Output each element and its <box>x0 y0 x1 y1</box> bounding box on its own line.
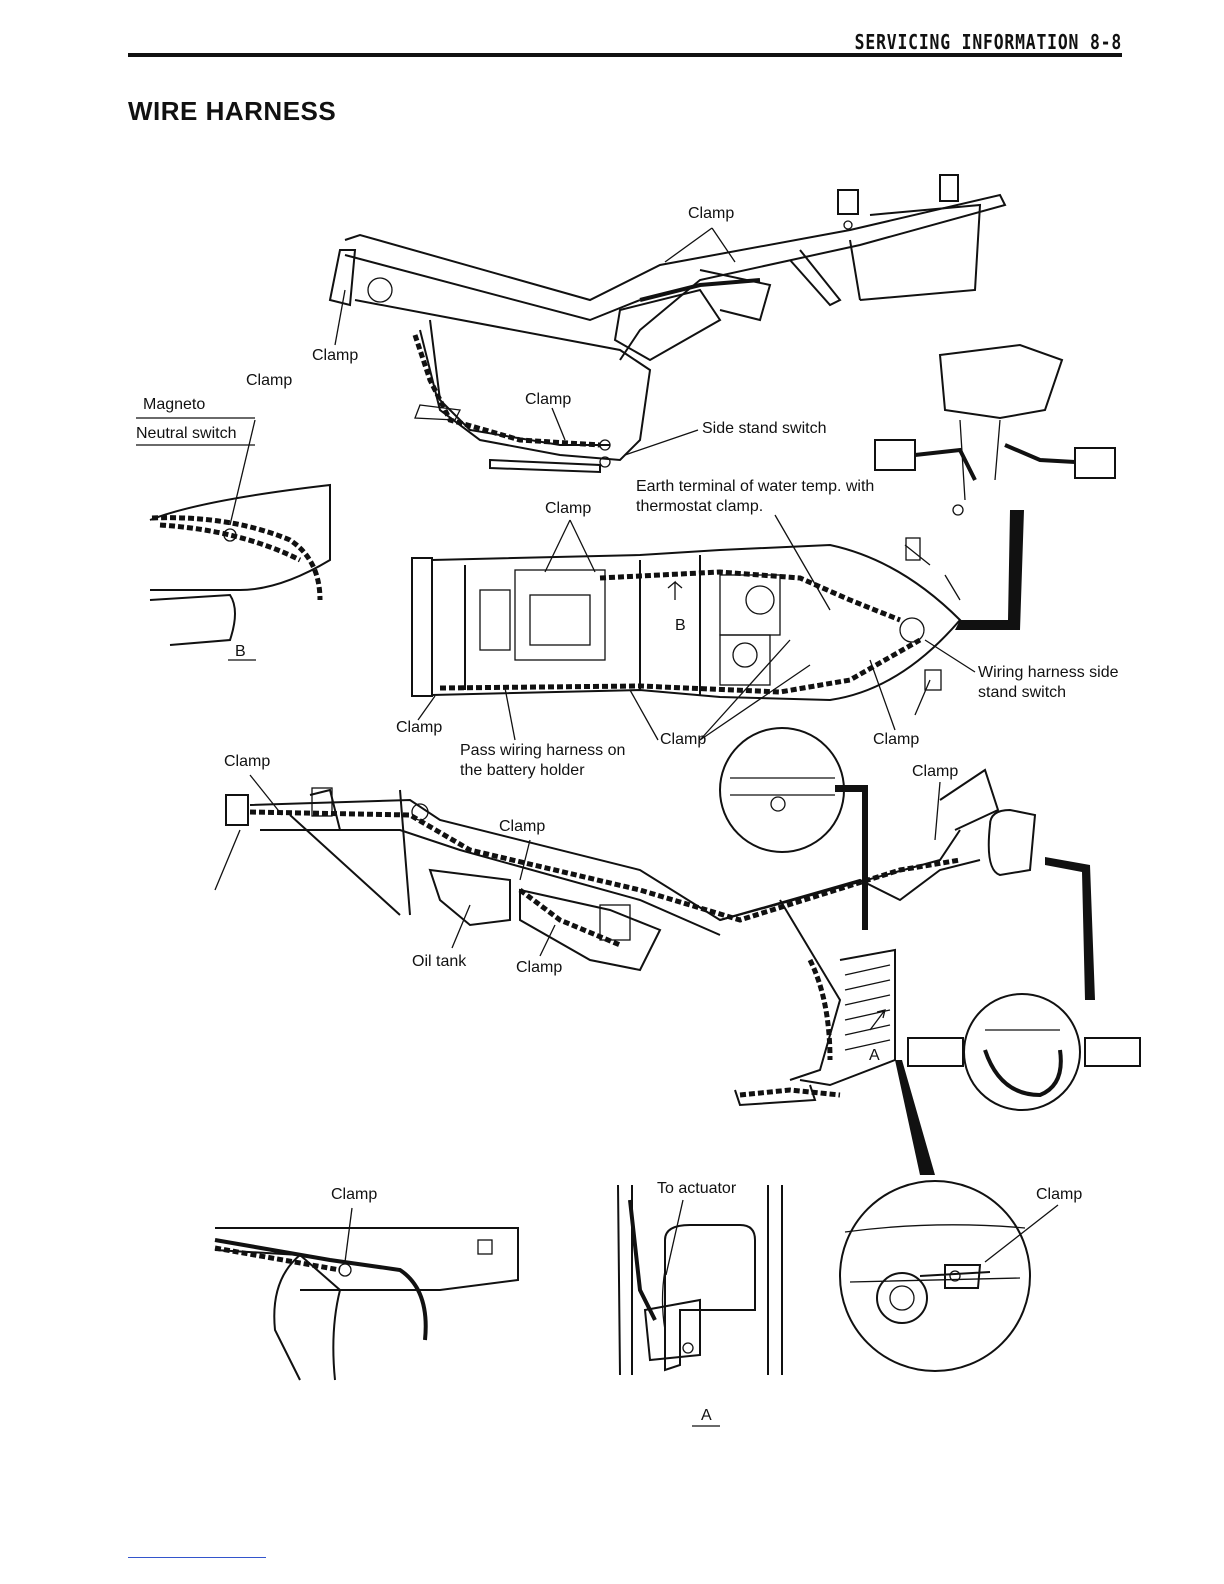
top-view-frame-drawing <box>411 510 1024 741</box>
label-pass-wiring: Pass wiring harness on the battery holde… <box>460 742 626 779</box>
label-clamp-magneto: Clamp <box>246 372 293 389</box>
label-clamp-bottom-left: Clamp <box>331 1186 378 1203</box>
label-side-stand-switch: Side stand switch <box>702 420 827 437</box>
handlebar-detail-circle <box>895 993 1141 1175</box>
header-rule <box>128 53 1122 57</box>
label-clamp-lower-left: Clamp <box>396 719 443 736</box>
label-clamp-mid-frame: Clamp <box>525 391 572 408</box>
label-clamp-side-mid: Clamp <box>499 818 546 835</box>
label-clamp-lower-right: Clamp <box>873 731 920 748</box>
lower-frame-drawing <box>214 768 1095 1107</box>
label-clamp-oil: Clamp <box>516 959 563 976</box>
label-clamp-bottom-right: Clamp <box>1036 1186 1083 1203</box>
top-frame-drawing <box>328 174 1007 474</box>
label-oil-tank: Oil tank <box>412 953 467 970</box>
label-earth-terminal: Earth terminal of water temp. with therm… <box>636 478 875 515</box>
label-clamp-left-frame: Clamp <box>312 347 359 364</box>
detail-a-drawing <box>617 1184 783 1427</box>
label-detail-a: A <box>701 1407 712 1424</box>
footer-rule <box>128 1557 266 1558</box>
rear-fender-drawing <box>874 343 1116 516</box>
label-detail-a-arrow: A <box>869 1047 880 1064</box>
label-arrow-b: B <box>675 617 686 634</box>
label-clamp-topview: Clamp <box>545 500 592 517</box>
page-title: WIRE HARNESS <box>128 96 337 126</box>
label-magneto: Magneto <box>143 396 206 413</box>
label-neutral-switch: Neutral switch <box>136 425 237 442</box>
detail-b-drawing <box>136 417 331 661</box>
bottom-right-detail-circle <box>839 1180 1059 1372</box>
label-clamp-side-left: Clamp <box>224 753 271 770</box>
label-detail-b: B <box>235 643 246 660</box>
label-clamp-top: Clamp <box>688 205 735 222</box>
label-clamp-lower-center: Clamp <box>660 731 707 748</box>
label-wiring-harness-side-stand: Wiring harness side stand switch <box>978 664 1119 701</box>
label-clamp-head: Clamp <box>912 763 959 780</box>
bottom-left-detail <box>214 1207 519 1381</box>
section-header: SERVICING INFORMATION 8-8 <box>854 30 1122 54</box>
clamp-detail-circle <box>719 727 868 930</box>
label-to-actuator: To actuator <box>657 1180 737 1197</box>
